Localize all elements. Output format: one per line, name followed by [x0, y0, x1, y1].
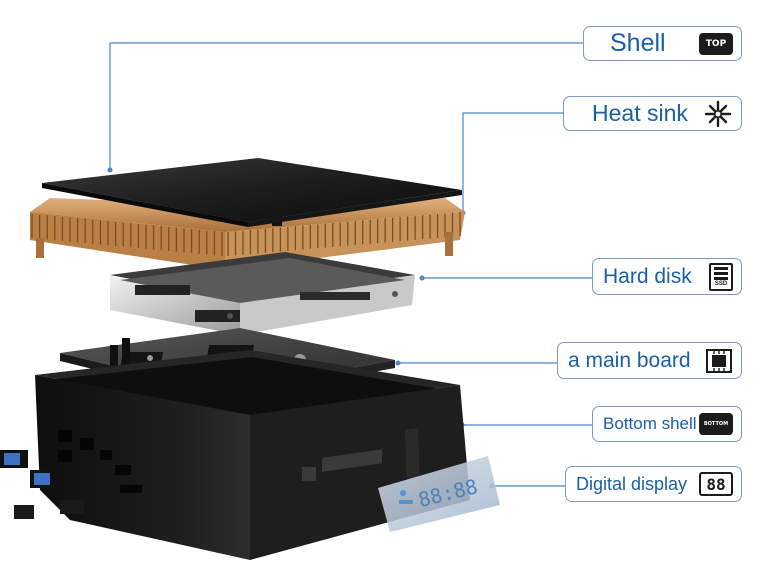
- label-bottom-shell: Bottom shell BOTTOM: [592, 406, 742, 442]
- label-shell: Shell TOP: [583, 26, 742, 61]
- top-badge-icon: TOP: [699, 32, 733, 55]
- label-bottom-shell-text: Bottom shell: [603, 414, 697, 433]
- digital-display-part: 88:88: [378, 456, 500, 532]
- label-hard-disk: Hard disk SSD: [592, 258, 742, 295]
- label-main-board-text: a main board: [568, 348, 691, 372]
- bottom-badge-icon: BOTTOM: [699, 413, 733, 435]
- ssd-icon: SSD: [709, 262, 733, 291]
- leader-line-heat-sink: [462, 112, 563, 213]
- label-hard-disk-text: Hard disk: [603, 264, 692, 288]
- label-digital-display-text: Digital display: [576, 473, 688, 494]
- label-heat-sink-text: Heat sink: [592, 100, 688, 126]
- label-heat-sink: Heat sink: [563, 96, 742, 131]
- snowflake-fan-icon: [703, 100, 733, 128]
- chip-icon: [705, 348, 733, 374]
- label-digital-display: Digital display 88: [565, 466, 742, 502]
- leader-line-shell: [109, 42, 583, 170]
- label-shell-text: Shell: [610, 29, 666, 57]
- bottom-shell-part: [0, 350, 470, 560]
- leader-lines: [109, 42, 592, 487]
- ssd-icon-text: SSD: [714, 280, 728, 287]
- digit-display-icon: 88: [699, 472, 733, 496]
- label-main-board: a main board: [557, 342, 742, 379]
- hard-disk-part: [110, 252, 415, 335]
- usb-sticks: [0, 450, 84, 519]
- shell-part: [42, 158, 462, 227]
